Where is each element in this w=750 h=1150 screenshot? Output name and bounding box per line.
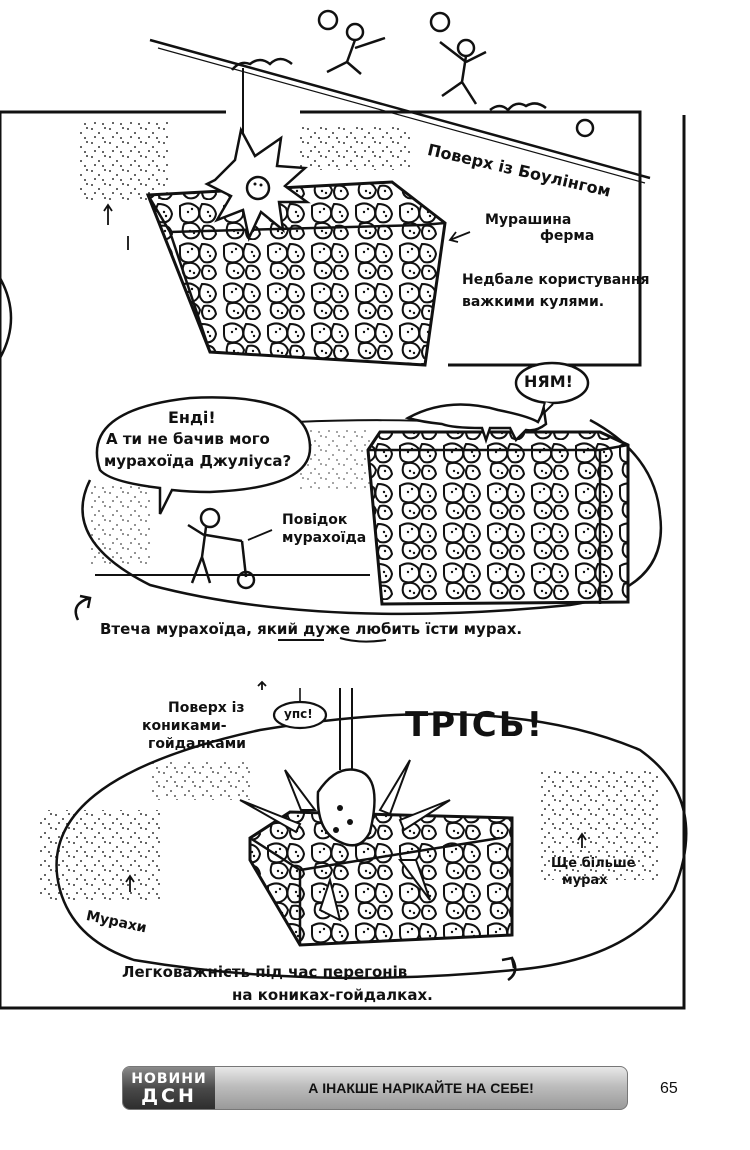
caption-panel1-line2: важкими кулями.: [462, 294, 605, 310]
caption-panel2: Втеча мурахоїда, який дуже любить їсти м…: [100, 620, 523, 638]
footer-bar: НОВИНИ ДСН А ІНАКШЕ НАРІКАЙТЕ НА СЕБЕ!: [122, 1066, 628, 1110]
leash-label-2: мурахоїда: [282, 530, 367, 546]
ups-text: упс!: [284, 707, 313, 721]
floor-label-rocking-2: кониками-: [142, 718, 227, 734]
floor-label-rocking-3: гойдалками: [148, 736, 246, 752]
footer-logo-line2: ДСН: [141, 1085, 197, 1107]
caption-panel3-line1: Легковажність під час перегонів: [122, 963, 408, 981]
ant-farm-3: [239, 759, 514, 947]
more-ants-label-1: Ще більше: [551, 856, 636, 871]
speech-line-3: мурахоїда Джуліуса?: [104, 452, 292, 470]
page-frame: [0, 112, 686, 1010]
caption-panel3-line2: на кониках-гойдалках.: [232, 986, 433, 1004]
ant-farm-1: [145, 126, 447, 367]
ant-farm-2: [366, 403, 630, 606]
speech-bubble: [95, 396, 312, 515]
footer-logo: НОВИНИ ДСН: [123, 1067, 215, 1109]
nyam-text: НЯМ!: [524, 372, 573, 391]
page-number: 65: [660, 1080, 678, 1097]
footer-title: А ІНАКШЕ НАРІКАЙТЕ НА СЕБЕ!: [308, 1080, 534, 1096]
floor-label-rocking-1: Поверх із: [168, 700, 245, 716]
ant-farm-label-2: ферма: [540, 228, 595, 244]
bowling-kids: [231, 9, 595, 138]
speech-line-1: Енді!: [168, 408, 216, 427]
caption-panel1-line1: Недбале користування: [462, 272, 650, 288]
crash-text: ТРІСЬ!: [405, 705, 545, 745]
more-ants-label-2: мурах: [562, 873, 608, 888]
speech-line-2: А ти не бачив мого: [106, 430, 270, 448]
leash-label-1: Повідок: [282, 512, 348, 528]
panel3-oval: [55, 712, 688, 980]
ant-farm-label-1: Мурашина: [485, 212, 572, 228]
kid-with-leash: [187, 507, 256, 590]
footer-logo-line1: НОВИНИ: [131, 1071, 207, 1087]
